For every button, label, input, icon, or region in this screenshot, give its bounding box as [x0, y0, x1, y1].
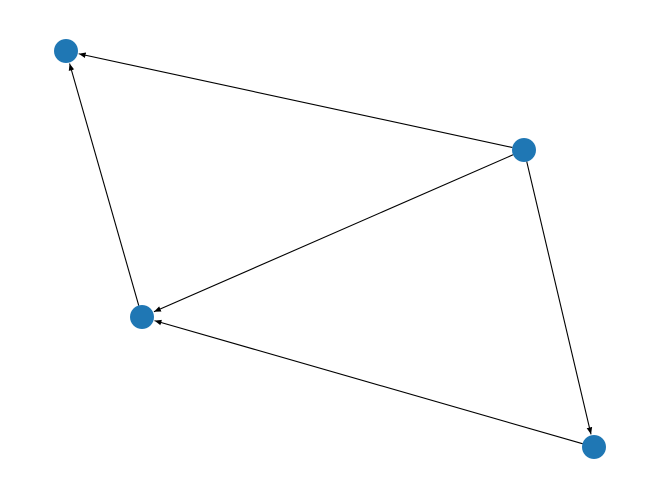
edge-n1-to-n0 [78, 52, 513, 149]
edge-n2-to-n0 [68, 63, 140, 306]
node-n0 [54, 39, 78, 63]
nodes-layer [54, 39, 606, 459]
node-n1 [512, 138, 536, 162]
edge-n1-to-n2 [153, 154, 514, 313]
edges-layer [68, 52, 593, 445]
node-n3 [582, 435, 606, 459]
node-n2 [130, 305, 154, 329]
edge-n1-to-n3 [526, 161, 593, 435]
edge-n3-to-n2 [154, 319, 583, 445]
